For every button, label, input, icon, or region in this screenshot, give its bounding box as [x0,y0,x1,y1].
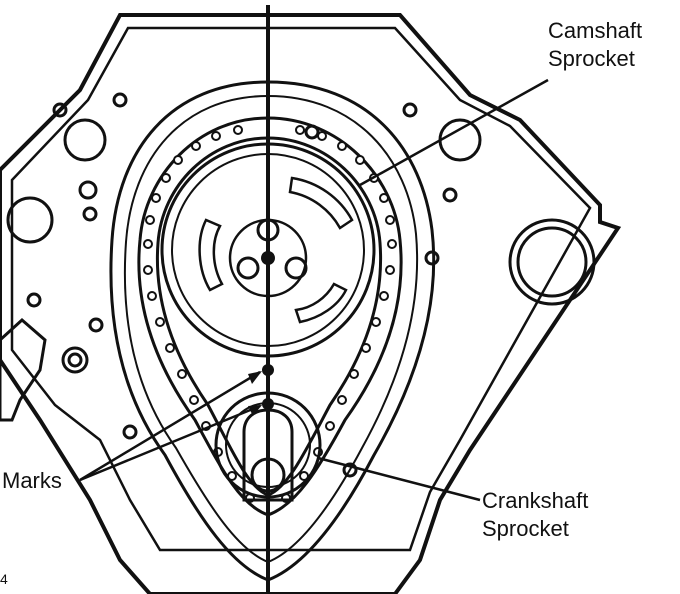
marks-leader-line-upper [79,370,261,482]
crankshaft-hub [242,408,294,502]
camshaft-sprocket-slot-top [288,176,354,230]
crankshaft-label-line2: Sprocket [482,516,569,541]
crankshaft-leader-line [317,456,481,502]
crankshaft-label-line1: Crankshaft [482,488,588,513]
camshaft-sprocket-slot-left [198,218,224,292]
figure-number-fragment: 4 [0,571,8,587]
timing-cover-gasket [109,80,436,582]
marks-leader-line-lower [79,404,261,482]
camshaft-leader-line [359,78,549,187]
marks-label: Marks [2,468,62,493]
chain-links [143,125,397,503]
camshaft-sprocket-slot-bottom [294,282,348,324]
camshaft-bolt-left [236,256,260,280]
block-bolt-holes [6,92,596,478]
camshaft-label-line2: Sprocket [548,46,635,71]
engine-block-outline [0,13,622,594]
marks-arrow-head-upper [248,371,262,384]
left-bracket [0,317,47,422]
engine-block-inner-outline [10,26,592,552]
camshaft-label-line1: Camshaft [548,18,642,43]
marks-arrow-head-lower [248,405,262,416]
camshaft-bolt-right [284,256,308,280]
